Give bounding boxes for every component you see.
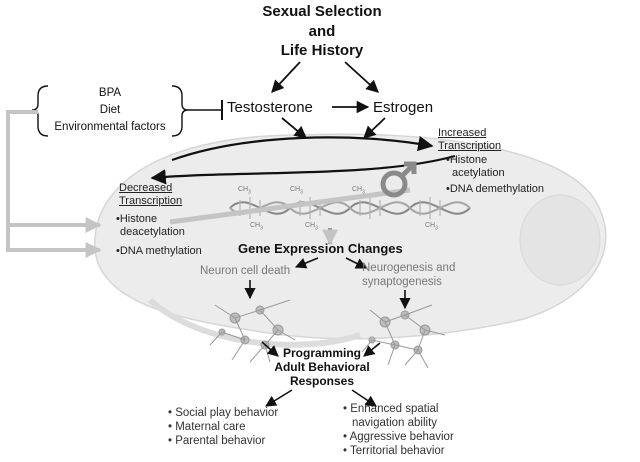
histone-acetylation-1: •Histone bbox=[446, 154, 488, 166]
programming-line-1: Programming bbox=[282, 346, 361, 360]
env-item-bpa: BPA bbox=[98, 87, 122, 99]
arrow-to-left-behaviors bbox=[265, 389, 293, 407]
methyl-label: CH3 bbox=[250, 222, 263, 232]
methyl-label: CH3 bbox=[352, 186, 365, 196]
arrow-to-neurogenesis bbox=[345, 257, 368, 269]
histone-deacetylation-1: •Histone bbox=[116, 213, 158, 225]
env-item-diet: Diet bbox=[99, 104, 121, 116]
arrow-title-to-testosterone bbox=[271, 61, 301, 93]
grey-pathway-environment bbox=[6, 110, 102, 258]
increased-heading-1: Increased bbox=[438, 127, 487, 139]
programming-line-2: Adult Behavioral bbox=[274, 360, 370, 374]
brain-stem bbox=[147, 297, 361, 348]
dna-strand-2 bbox=[229, 201, 471, 215]
arrow-testosterone-down bbox=[281, 117, 307, 139]
right-brace bbox=[171, 85, 189, 137]
dna-demethylation: •DNA demethylation bbox=[446, 183, 545, 195]
arrow-left-to-programming bbox=[261, 341, 279, 357]
neuron-cell-death-label: Neuron cell death bbox=[200, 265, 291, 277]
title-line-3: Life History bbox=[280, 42, 364, 59]
behavior-aggressive: • Aggressive behavior bbox=[343, 431, 454, 443]
decreased-heading-2: Transcription bbox=[119, 195, 183, 207]
title-line-2: and bbox=[308, 23, 336, 40]
behavior-spatial-2: navigation ability bbox=[352, 417, 438, 429]
methyl-label: CH3 bbox=[305, 222, 318, 232]
increased-heading-2: Transcription bbox=[438, 140, 502, 152]
arrow-title-to-estrogen bbox=[344, 61, 379, 93]
neuron-cluster-right bbox=[361, 304, 446, 369]
env-item-environmental-factors: Environmental factors bbox=[54, 121, 166, 133]
methyl-label: CH3 bbox=[425, 222, 438, 232]
grey-pathway-across-helix bbox=[169, 187, 411, 225]
arrow-right-to-programming bbox=[363, 342, 381, 357]
male-symbol-icon bbox=[380, 161, 417, 198]
behavior-parental: • Parental behavior bbox=[168, 435, 266, 447]
arrow-to-right-behaviors bbox=[351, 389, 377, 407]
curved-arrow-to-increased bbox=[171, 135, 434, 162]
behavior-social-play: • Social play behavior bbox=[168, 407, 279, 419]
histone-deacetylation-2: deacetylation bbox=[120, 226, 185, 238]
arrow-estrogen-down bbox=[363, 117, 386, 139]
dna-helix bbox=[229, 197, 471, 219]
estrogen-label: Estrogen bbox=[373, 99, 434, 116]
decreased-heading-1: Decreased bbox=[119, 182, 173, 194]
methyl-label: CH3 bbox=[290, 186, 303, 196]
neurogenesis-label-1: Neurogenesis and bbox=[362, 262, 456, 274]
methyl-label: CH3 bbox=[238, 186, 251, 196]
behavior-territorial: • Territorial behavior bbox=[343, 445, 445, 457]
title-line-1: Sexual Selection bbox=[262, 3, 382, 20]
brain-silhouette bbox=[94, 133, 607, 340]
arrow-to-neuron-death bbox=[294, 257, 319, 269]
gene-expression-changes: Gene Expression Changes bbox=[238, 241, 403, 256]
programming-line-3: Responses bbox=[289, 374, 355, 388]
dna-methylation: •DNA methylation bbox=[116, 245, 202, 257]
behavior-maternal-care: • Maternal care bbox=[168, 421, 246, 433]
behavior-spatial-1: • Enhanced spatial bbox=[343, 403, 439, 415]
neurogenesis-label-2: synaptogenesis bbox=[362, 276, 442, 288]
brain-cerebellum bbox=[519, 194, 601, 286]
curved-arrow-to-decreased bbox=[150, 154, 456, 185]
testosterone-label: Testosterone bbox=[227, 99, 313, 116]
histone-acetylation-2: acetylation bbox=[452, 167, 505, 179]
